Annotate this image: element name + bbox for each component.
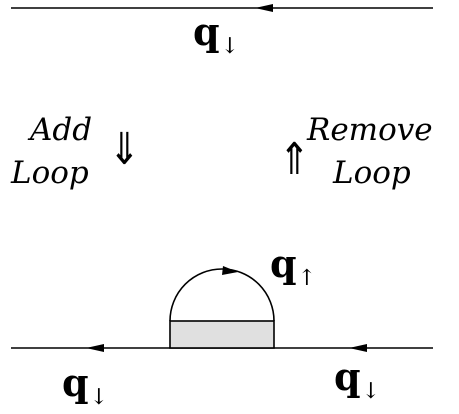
loop-momentum-label: q↑ — [270, 245, 316, 290]
bottom-left-spin-down-arrow: ↓ — [89, 385, 109, 410]
add-loop-word: Loop — [11, 158, 89, 189]
loop-arc — [169, 268, 275, 322]
bottom-right-arrowhead — [349, 344, 367, 352]
remove-label: Remove — [307, 112, 433, 148]
remove-loop-word: Loop — [333, 158, 411, 189]
top-momentum-symbol: q — [193, 9, 220, 54]
loop-spin-up-arrow: ↑ — [297, 266, 317, 291]
remove-word: Remove — [307, 115, 433, 146]
add-word: Add — [30, 115, 92, 146]
remove-up-arrow-icon: ⇑ — [278, 134, 311, 185]
bottom-left-momentum-label: q↓ — [62, 364, 108, 409]
bottom-right-momentum-label: q↓ — [334, 358, 380, 403]
add-loop-label: Loop — [11, 155, 89, 191]
loop-momentum-symbol: q — [270, 241, 297, 286]
bottom-left-momentum-symbol: q — [62, 360, 89, 405]
bottom-left-arrowhead — [86, 344, 104, 352]
loop-arrowhead — [222, 266, 238, 275]
add-down-arrow-icon: ⇓ — [108, 124, 141, 175]
add-label: Add — [30, 112, 93, 148]
top-momentum-label: q↓ — [193, 13, 239, 58]
bottom-right-spin-down-arrow: ↓ — [361, 379, 381, 404]
interaction-box — [169, 320, 275, 349]
top-propagator-arrowhead — [255, 4, 273, 12]
bottom-right-momentum-symbol: q — [334, 354, 361, 399]
remove-loop-label: Loop — [333, 155, 411, 191]
top-spin-down-arrow: ↓ — [220, 34, 240, 59]
